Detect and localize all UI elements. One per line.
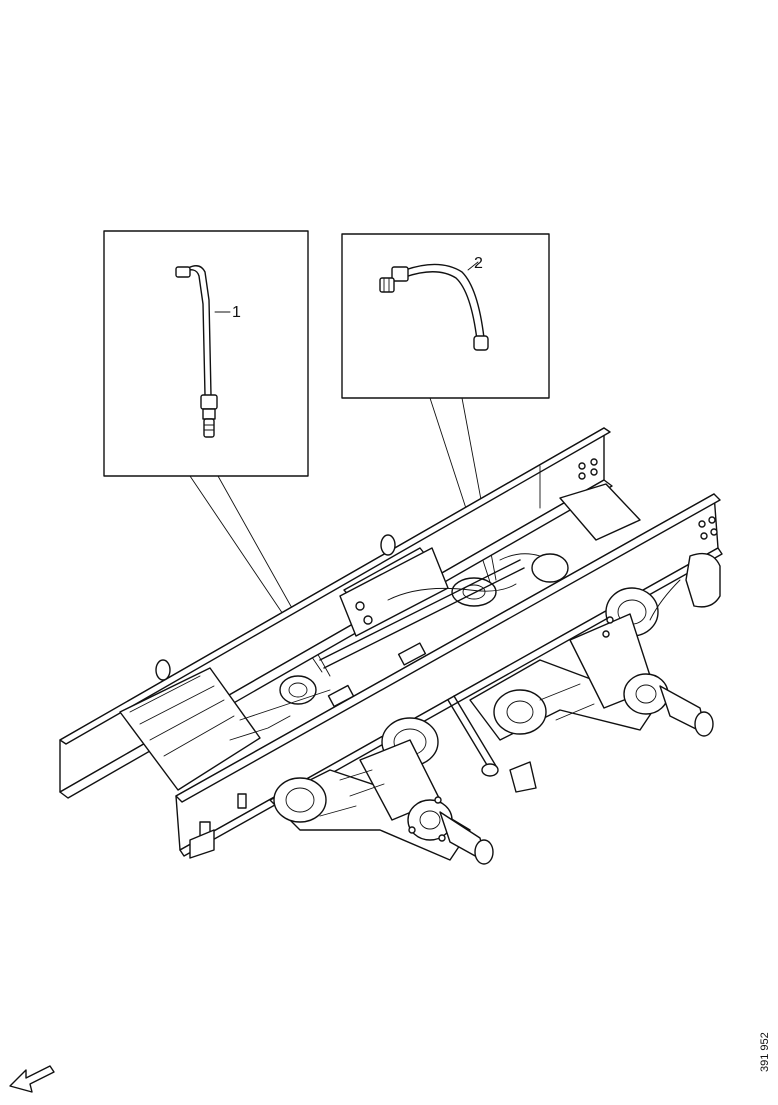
bump-stops — [155, 534, 396, 681]
center-hardware — [229, 547, 569, 741]
front-direction-arrow — [9, 1065, 55, 1093]
callout-2: 2 — [474, 255, 483, 272]
rear-axle-1 — [269, 717, 494, 865]
detail-box-2: 2 — [341, 233, 550, 399]
callout-1: 1 — [232, 304, 241, 321]
torque-rod — [447, 695, 537, 793]
rear-axle-2 — [469, 552, 721, 741]
brake-hose-1 — [175, 265, 231, 438]
detail-box-1: 1 — [103, 230, 309, 477]
brake-hose-2 — [379, 261, 489, 351]
drawing-reference-number: 391 952 — [759, 1032, 771, 1072]
